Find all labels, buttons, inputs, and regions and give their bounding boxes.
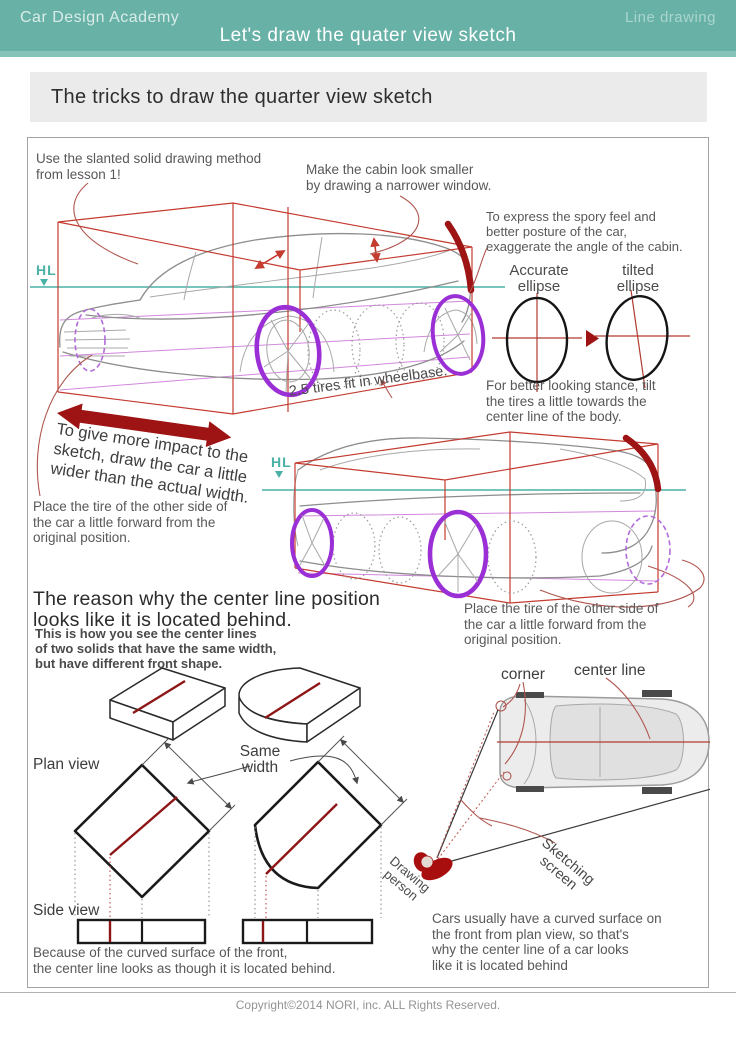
window-height-arrow-icon [370, 237, 381, 263]
corner-marker [495, 700, 507, 712]
annotation-tire-forward-left: Place the tire of the other side of the … [33, 499, 228, 546]
drawing-person-icon [413, 852, 453, 881]
annotation-sporty-cabin: To express the spory feel and better pos… [486, 209, 683, 255]
annotation-conclusion: Because of the curved surface of the fro… [33, 945, 336, 976]
label-accurate-ellipse: Accurate ellipse [509, 262, 569, 295]
annotation-tire-forward-right: Place the tire of the other side of the … [464, 601, 659, 648]
front-wheel [254, 304, 322, 398]
roof-direction-arrow-icon [254, 250, 286, 269]
annotation-stance: For better looking stance, tilt the tire… [486, 378, 656, 425]
side-view-diagram [76, 918, 374, 945]
page-title: The tricks to draw the quarter view sket… [51, 86, 433, 108]
header-bar: Car Design Academy Let's draw the quater… [0, 0, 736, 57]
content-frame [27, 137, 709, 988]
label-corner: corner [501, 666, 545, 683]
cabin-angle-accent [444, 220, 475, 294]
sight-lines [436, 709, 710, 865]
car-front-sketch [30, 182, 505, 497]
page-title-bar: The tricks to draw the quarter view sket… [30, 72, 707, 122]
section-heading: The reason why the center line position … [33, 588, 381, 632]
lesson-tag: Line drawing [624, 9, 716, 26]
footer-divider [0, 992, 736, 993]
rear-mid-wheel [427, 509, 489, 599]
car-rear-sketch [262, 431, 705, 608]
label-side-view: Side view [33, 902, 100, 919]
corner-marker [502, 771, 512, 781]
hl-marker-icon [40, 279, 48, 286]
width-impact-arrow-icon [57, 403, 232, 448]
copyright: Copyright©2014 NORI, inc. ALL Rights Res… [235, 998, 501, 1012]
horizon-label: HL [271, 454, 292, 470]
annotation-slanted-solid: Use the slanted solid drawing method fro… [36, 151, 262, 182]
solids-diagram [109, 667, 361, 743]
lesson-title: Let's draw the quater view sketch [219, 25, 517, 46]
ellipse-diagram [492, 289, 690, 392]
rear-wheel [430, 294, 486, 376]
annotation-cabin-smaller: Make the cabin look smaller by drawing a… [306, 162, 492, 193]
brand-text: Car Design Academy [20, 9, 180, 26]
label-same-width: Same width [239, 743, 281, 777]
header-accent-strip [0, 51, 736, 57]
annotation-curved-surface: Cars usually have a curved surface on th… [432, 911, 662, 973]
label-plan-view: Plan view [33, 756, 100, 773]
horizon-label: HL [36, 262, 57, 278]
cabin-angle-accent [622, 434, 662, 493]
label-center-line: center line [574, 662, 646, 679]
lesson-artwork [30, 182, 710, 945]
section-subtext: This is how you see the center lines of … [35, 626, 277, 671]
arrow-right-icon [586, 330, 599, 347]
rear-left-wheel [290, 508, 334, 578]
sightline-diagram [413, 677, 710, 881]
plan-view-diagram [73, 735, 408, 918]
hl-marker-icon [275, 471, 283, 478]
label-tilted-ellipse: tilted ellipse [616, 262, 660, 295]
